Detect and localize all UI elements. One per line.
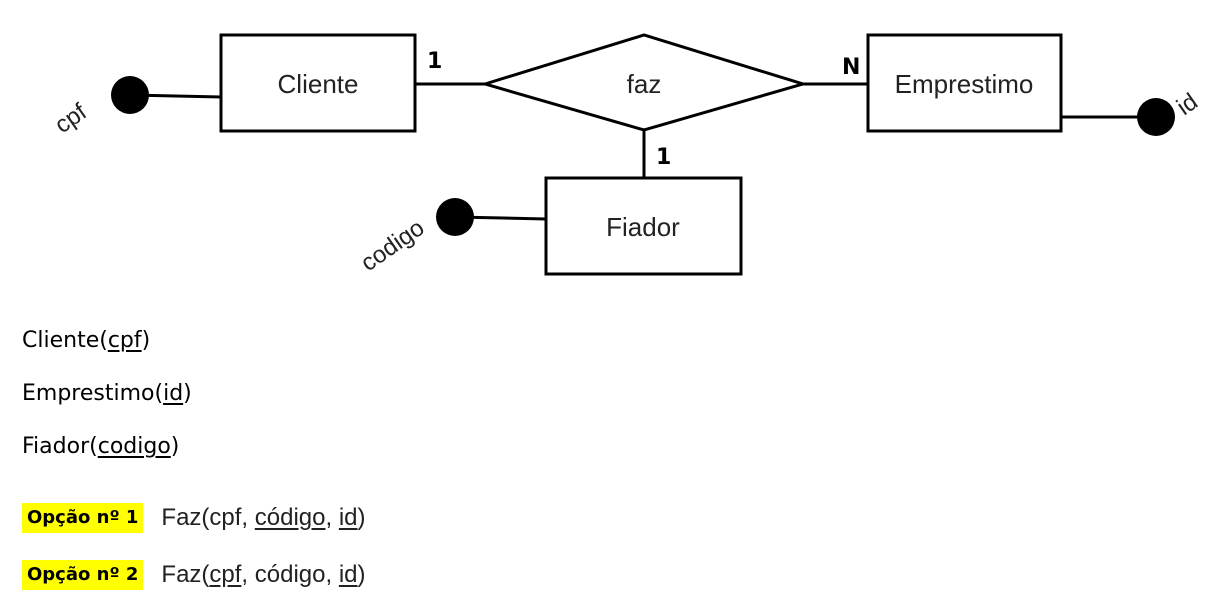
entity-emprestimo-box <box>866 33 1063 133</box>
option-2-attr-id: id <box>338 561 358 588</box>
option-2-sep-2: , <box>325 561 339 588</box>
cardinality-emprestimo: N <box>842 55 860 80</box>
attribute-id-dot <box>1137 98 1175 136</box>
schema-cliente-open: ( <box>99 328 108 353</box>
schema-cliente-key: cpf <box>107 328 142 353</box>
option-1-close: ) <box>357 504 366 531</box>
option-1-relation: Faz(cpf, código, id) <box>161 504 365 532</box>
option-2-name: Faz( <box>161 561 210 588</box>
option-1-attr-cpf: cpf <box>209 504 242 531</box>
option-2-badge: Opção nº 2 <box>22 560 144 590</box>
attribute-codigo-label: codigo <box>356 214 429 277</box>
schema-emprestimo: Emprestimo(id) <box>22 381 192 407</box>
er-diagram: Cliente Emprestimo Fiador faz 1 N 1 cpf … <box>50 33 1203 277</box>
entity-emprestimo-label: Emprestimo <box>895 69 1034 99</box>
cardinality-fiador: 1 <box>656 145 671 170</box>
schema-fiador-name: Fiador <box>22 434 90 459</box>
option-2-attr-cpf: cpf <box>209 561 242 588</box>
option-1-sep-1: , <box>241 504 255 531</box>
schema-fiador-open: ( <box>89 434 98 459</box>
option-2: Opção nº 2 Faz(cpf, código, id) <box>22 560 366 590</box>
entity-cliente-label: Cliente <box>278 69 359 99</box>
schema-fiador-close: ) <box>170 434 180 459</box>
option-2-relation: Faz(cpf, código, id) <box>161 561 365 589</box>
attribute-id-label: id <box>1172 88 1203 121</box>
schema-cliente-close: ) <box>141 328 151 353</box>
schema-emprestimo-key: id <box>163 381 184 406</box>
schema-fiador-key: codigo <box>97 434 171 459</box>
option-1-attr-codigo: código <box>254 504 326 531</box>
option-1: Opção nº 1 Faz(cpf, código, id) <box>22 503 366 533</box>
attribute-codigo-dot <box>436 198 474 236</box>
cardinality-cliente: 1 <box>427 49 442 74</box>
schema-cliente-name: Cliente <box>22 328 100 353</box>
option-1-name: Faz( <box>161 504 210 531</box>
option-2-close: ) <box>357 561 366 588</box>
relationship-faz-diamond <box>479 33 809 132</box>
option-2-attr-codigo: código <box>254 561 326 588</box>
attribute-cpf-label: cpf <box>50 98 92 139</box>
option-1-badge: Opção nº 1 <box>22 503 144 533</box>
entity-cliente-box <box>219 33 417 133</box>
entity-fiador-box <box>544 176 743 276</box>
schema-fiador: Fiador(codigo) <box>22 434 179 460</box>
schema-emprestimo-name: Emprestimo <box>22 381 155 406</box>
schema-emprestimo-open: ( <box>154 381 164 406</box>
option-2-sep-1: , <box>241 561 255 588</box>
schema-emprestimo-close: ) <box>183 381 192 406</box>
option-1-attr-id: id <box>338 504 358 531</box>
relationship-faz-label: faz <box>627 69 662 99</box>
attribute-cpf-dot <box>111 76 149 114</box>
schema-cliente: Cliente(cpf) <box>22 328 150 354</box>
option-1-sep-2: , <box>325 504 339 531</box>
entity-fiador-label: Fiador <box>606 212 680 242</box>
